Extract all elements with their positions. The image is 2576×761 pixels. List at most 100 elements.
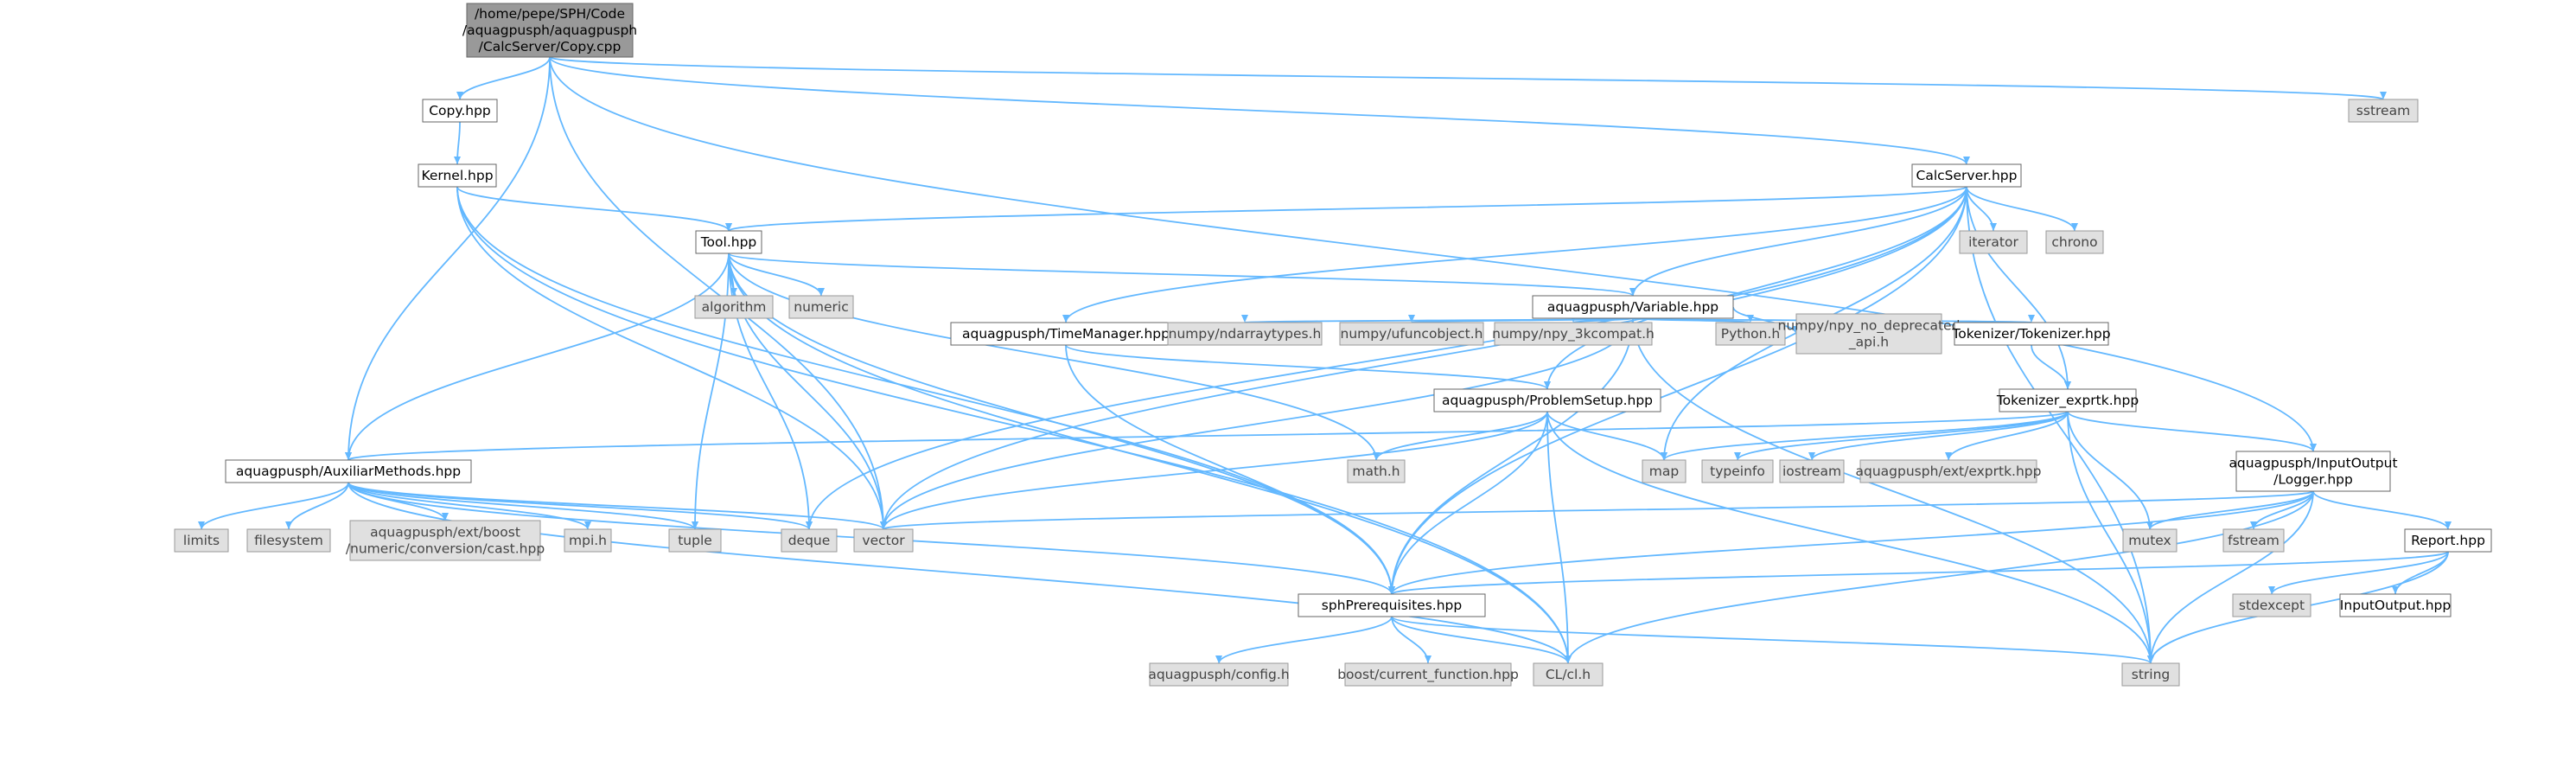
node-stdexcept-label-0: stdexcept	[2239, 598, 2305, 613]
node-problemsetup-label-0: aquagpusph/ProblemSetup.hpp	[1442, 393, 1653, 408]
node-npy3k-label-0: numpy/npy_3kcompat.h	[1492, 326, 1655, 342]
edge-auxiliar-to-tuple	[348, 482, 696, 530]
edge-problemsetup-to-string	[1546, 411, 2152, 664]
arrowhead-sph-to-string	[2147, 655, 2154, 663]
edge-tool-to-mathh	[728, 253, 1377, 461]
node-numeric-label-0: numeric	[794, 299, 848, 315]
edge-variable-to-npy3k	[1572, 317, 1634, 323]
node-calcserver[interactable]: CalcServer.hpp	[1911, 163, 2022, 188]
node-algorithm-box	[694, 295, 774, 319]
edge-sph-to-config	[1218, 616, 1393, 664]
node-tokenizer-label-0: Tokenizer/Tokenizer.hpp	[1951, 326, 2110, 342]
arrowhead-auxiliar-to-filesystem	[285, 521, 292, 529]
arrowhead-tokexprtk-to-logger	[2310, 444, 2317, 451]
arrowhead-auxiliar-to-deque	[806, 521, 813, 529]
arrowhead-logger-to-fstream	[2250, 521, 2257, 529]
node-chrono-box	[2045, 230, 2104, 254]
arrowhead-report-to-inputoutput	[2392, 586, 2399, 594]
edge-tokexprtk-to-typeinfo	[1737, 411, 2069, 461]
node-inputoutput-label-0: InputOutput.hpp	[2340, 598, 2451, 613]
node-stdexcept-box	[2232, 593, 2311, 617]
node-mutex-box	[2122, 528, 2177, 553]
arrowhead-calcserver-to-timemanager	[1062, 315, 1069, 323]
node-tokexprtk[interactable]: Tokenizer_exprtk.hpp	[1996, 388, 2139, 412]
node-boostfn: boost/current_function.hpp	[1337, 662, 1519, 687]
node-chrono-label-0: chrono	[2051, 234, 2097, 250]
node-copy[interactable]: Copy.hpp	[422, 99, 498, 123]
edge-calcserver-to-variable	[1632, 186, 1967, 297]
node-tuple-label-0: tuple	[678, 533, 712, 548]
edge-calcserver-to-timemanager	[1065, 186, 1967, 323]
node-boostcast: aquagpusph/ext/boost/numeric/conversion/…	[346, 520, 545, 561]
node-mpih: mpi.h	[564, 528, 612, 553]
node-ndarraytypes-label-0: numpy/ndarraytypes.h	[1169, 326, 1322, 342]
edge-logger-to-report	[2312, 490, 2449, 530]
edge-root-to-sstream	[549, 56, 2384, 100]
node-mpih-label-0: mpi.h	[569, 533, 607, 548]
edge-tokexprtk-to-map	[1663, 411, 2069, 461]
node-tuple-box	[668, 528, 722, 553]
node-logger-label-0: aquagpusph/InputOutput	[2228, 456, 2397, 471]
arrowhead-tokexprtk-to-iostream	[1808, 452, 1815, 460]
node-iterator: iterator	[1959, 230, 2028, 254]
node-sph[interactable]: sphPrerequisites.hpp	[1298, 593, 1486, 617]
edge-auxiliar-to-limits	[201, 482, 349, 530]
node-root-box	[466, 3, 634, 58]
node-tool-label-0: Tool.hpp	[700, 234, 757, 250]
edge-tool-to-numeric	[728, 253, 822, 297]
edge-calcserver-to-string	[1966, 186, 2152, 664]
node-iostream-box	[1779, 459, 1845, 483]
node-logger[interactable]: aquagpusph/InputOutput/Logger.hpp	[2228, 451, 2398, 492]
node-root[interactable]: /home/pepe/SPH/Code/aquagpusph/aquagpusp…	[462, 3, 637, 58]
node-stdexcept: stdexcept	[2232, 593, 2311, 617]
edge-kernel-to-clh	[456, 186, 1569, 664]
edge-problemsetup-to-clh	[1546, 411, 1569, 664]
node-logger-box	[2235, 451, 2391, 492]
edge-variable-to-vector	[883, 317, 1634, 530]
node-filesystem: filesystem	[246, 528, 331, 553]
edge-logger-to-string	[2150, 490, 2314, 664]
edge-timemanager-to-problemsetup	[1065, 344, 1548, 390]
node-python-box	[1715, 322, 1786, 346]
arrowhead-sph-to-clh	[1565, 655, 1572, 663]
edge-problemsetup-to-map	[1546, 411, 1665, 461]
node-variable[interactable]: aquagpusph/Variable.hpp	[1532, 295, 1734, 319]
node-mathh-label-0: math.h	[1352, 464, 1400, 479]
node-vector-label-0: vector	[862, 533, 905, 548]
node-problemsetup[interactable]: aquagpusph/ProblemSetup.hpp	[1433, 388, 1661, 412]
edge-calcserver-to-tool	[728, 186, 1967, 232]
node-inputoutput[interactable]: InputOutput.hpp	[2339, 593, 2452, 617]
arrowhead-tool-to-numeric	[818, 288, 825, 296]
node-kernel-box	[418, 163, 497, 188]
edge-kernel-to-tool	[456, 186, 730, 232]
node-mpih-box	[564, 528, 612, 553]
node-algorithm-label-0: algorithm	[702, 299, 767, 315]
node-tool[interactable]: Tool.hpp	[695, 230, 762, 254]
node-deque-label-0: deque	[788, 533, 831, 548]
node-timemanager[interactable]: aquagpusph/TimeManager.hpp	[950, 322, 1182, 346]
node-fstream-box	[2222, 528, 2285, 553]
node-fstream: fstream	[2222, 528, 2285, 553]
edge-tool-to-clh	[728, 253, 1569, 664]
node-clh-box	[1533, 662, 1604, 687]
node-npydeprecated: numpy/npy_no_deprecated_api.h	[1778, 313, 1960, 355]
node-variable-box	[1532, 295, 1734, 319]
node-vector-box	[853, 528, 914, 553]
arrowhead-sph-to-boostfn	[1425, 655, 1431, 663]
edges-layer	[198, 56, 2452, 664]
node-auxiliar[interactable]: aquagpusph/AuxiliarMethods.hpp	[225, 459, 472, 483]
node-report[interactable]: Report.hpp	[2404, 528, 2492, 553]
node-calcserver-label-0: CalcServer.hpp	[1916, 168, 2018, 183]
node-iostream: iostream	[1779, 459, 1845, 483]
arrowhead-report-to-sph	[1388, 586, 1395, 594]
node-map-label-0: map	[1649, 464, 1679, 479]
arrowhead-calcserver-to-iterator	[1990, 223, 1997, 231]
edge-logger-to-mutex	[2149, 490, 2314, 530]
node-npy3k-box	[1494, 322, 1653, 346]
edge-tool-to-auxiliar	[348, 253, 730, 461]
node-sstream-label-0: sstream	[2356, 103, 2410, 118]
node-kernel[interactable]: Kernel.hpp	[418, 163, 497, 188]
node-tokenizer[interactable]: Tokenizer/Tokenizer.hpp	[1951, 322, 2111, 346]
node-kernel-label-0: Kernel.hpp	[421, 168, 493, 183]
